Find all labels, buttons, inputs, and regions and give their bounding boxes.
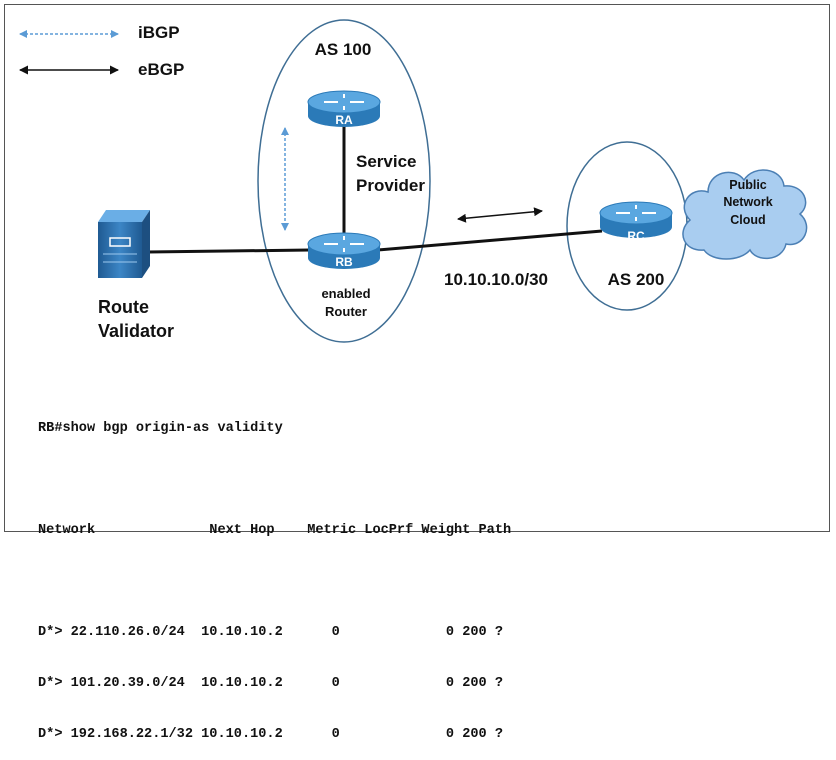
router-ra-label: RA bbox=[335, 113, 353, 127]
service-provider-line1: Service bbox=[356, 152, 417, 171]
route-validator-line1: Route bbox=[98, 297, 149, 317]
subnet-label: 10.10.10.0/30 bbox=[444, 270, 548, 289]
legend-ibgp-label: iBGP bbox=[138, 23, 180, 42]
router-ra: RA bbox=[307, 90, 381, 127]
router-rb: RB bbox=[307, 232, 381, 269]
rb-note-line1: enabled bbox=[321, 286, 370, 301]
router-rc: RC bbox=[599, 201, 673, 243]
cli-table-row: D*> 101.20.39.0/24 10.10.10.2 0 0 200 ? bbox=[38, 676, 503, 691]
cli-command: RB#show bgp origin-as validity bbox=[38, 421, 283, 436]
router-rc-label: RC bbox=[627, 229, 645, 243]
route-validator-server-icon bbox=[98, 210, 150, 278]
rb-note-line2: Router bbox=[325, 304, 367, 319]
route-validator-line2: Validator bbox=[98, 321, 174, 341]
public-network-cloud-icon bbox=[682, 169, 808, 260]
cli-table-header: Network Next Hop Metric LocPrf Weight Pa… bbox=[38, 523, 512, 538]
cloud-label-line3: Cloud bbox=[730, 213, 765, 227]
cloud-label-line1: Public bbox=[729, 178, 767, 192]
cli-output: RB#show bgp origin-as validity Network N… bbox=[38, 386, 511, 760]
ebgp-arrow bbox=[457, 207, 543, 223]
router-rb-label: RB bbox=[335, 255, 353, 269]
legend-ebgp-label: eBGP bbox=[138, 60, 184, 79]
link-validator-rb bbox=[147, 248, 311, 254]
router-arrows-icon bbox=[616, 205, 656, 221]
cli-table-row: D*> 22.110.26.0/24 10.10.10.2 0 0 200 ? bbox=[38, 625, 503, 640]
cli-table-row: D*> 192.168.22.1/32 10.10.10.2 0 0 200 ? bbox=[38, 727, 503, 742]
link-rb-rc bbox=[377, 229, 603, 252]
router-arrows-icon bbox=[324, 236, 364, 252]
as100-label: AS 100 bbox=[315, 40, 372, 59]
cloud-label-line2: Network bbox=[723, 195, 772, 209]
service-provider-line2: Provider bbox=[356, 176, 425, 195]
as200-label: AS 200 bbox=[608, 270, 665, 289]
as100-ellipse bbox=[257, 19, 431, 343]
network-diagram: iBGP eBGP RA RB RC bbox=[19, 19, 808, 343]
router-arrows-icon bbox=[324, 94, 364, 110]
